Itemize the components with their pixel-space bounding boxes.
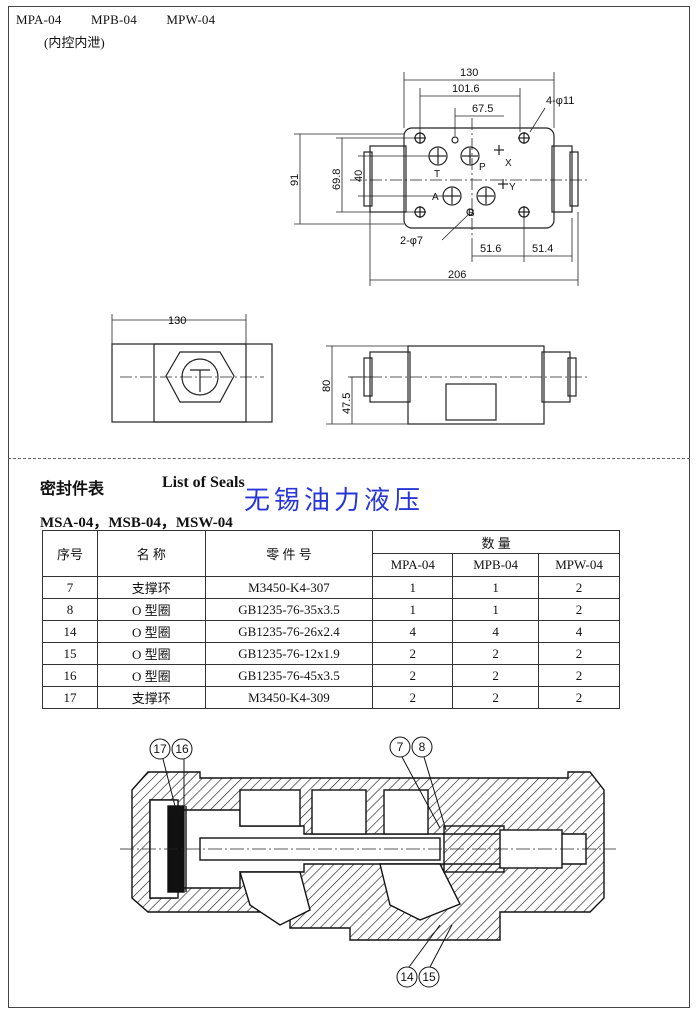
section-divider [8,458,690,459]
callout-labels: 17 16 7 8 14 15 [153,740,436,984]
col-no: 序号 [42,530,98,577]
callout-14-circle [396,966,418,988]
callout-15-circle [418,966,440,988]
port-labels: T P X A B Y [432,158,516,219]
dim-40-label: 40 [353,170,365,182]
page-frame [8,6,690,1008]
port-x-label: X [505,158,512,169]
dim-67-5-label: 67.5 [472,103,493,115]
end-view [111,314,273,423]
callout-7: 7 [397,740,404,754]
seals-title-cn: 密封件表 [40,481,105,498]
dim-51-6-label: 51.6 [480,243,501,255]
dim-47-5-label: 47.5 [341,393,353,414]
table-subheader-row: MPA-04 MPB-04 MPW-04 [43,553,620,577]
port-b-label: B [468,208,475,219]
dim-101-6-label: 101.6 [452,83,480,95]
dim-206-label: 206 [448,269,466,281]
top-view [350,118,590,240]
top-dimension-text: 130 101.6 67.5 4-φ11 91 69.8 40 2-φ7 51.… [289,67,574,281]
top-dimensions [294,72,579,286]
callout-17: 17 [153,742,167,756]
cell-mpw: 2 [538,686,620,709]
col-mpw: MPW-04 [538,553,620,577]
dim-130-label: 130 [460,67,478,79]
cell-no: 14 [42,620,98,643]
table-row: 14 O 型圈 GB1235-76-26x2.4 4 4 4 [42,620,620,643]
callout-8-circle [411,736,433,758]
subtitle: (内控内泄) [44,35,105,50]
callout-16: 16 [175,742,189,756]
cell-part: GB1235-76-26x2.4 [204,620,374,643]
model-mpw: MPW-04 [166,12,216,27]
callout-17-circle [149,738,171,760]
col-qty: 数 量 [372,530,620,554]
callout-8: 8 [419,740,426,754]
model-list: MPA-04 MPB-04 MPW-04 [16,12,241,28]
col-name: 名 称 [96,530,206,577]
table-row: 16 O 型圈 GB1235-76-45x3.5 2 2 2 [42,664,620,687]
dimension-drawing: T P X A B Y [111,67,590,425]
dim-91-label: 91 [289,174,301,186]
seals-table: 序号 名 称 零 件 号 数 量 MPA-04 MPB-04 MPW-04 7 … [42,530,620,709]
port-t-label: T [434,169,440,180]
callouts [149,736,453,988]
model-mpb: MPB-04 [90,12,137,27]
cell-part: M3450-K4-309 [204,686,374,709]
callout-14: 14 [400,970,414,984]
callout-15: 15 [422,970,436,984]
col-mpa: MPA-04 [372,553,454,577]
dim-4-holes-label: 4-φ11 [546,95,574,107]
model-mpa: MPA-04 [16,12,62,27]
side-view [326,345,590,425]
callout-7-circle [389,736,411,758]
cell-no: 17 [42,686,98,709]
cell-name: 支撑环 [96,576,206,599]
dim-80-label: 80 [321,380,333,392]
table-row: 17 支撑环 M3450-K4-309 2 2 2 [42,686,620,709]
dim-130b-label: 130 [168,315,186,327]
cell-mpa: 2 [372,686,454,709]
dim-51-4-label: 51.4 [532,243,553,255]
series-label: MSA-04，MSB-04，MSW-04 [40,515,233,531]
valve-body-section [131,771,605,941]
port-y-label: Y [509,182,516,193]
col-part: 零 件 号 [204,530,374,577]
callout-16-circle [171,738,193,760]
cell-name: 支撑环 [96,686,206,709]
port-p-label: P [479,162,486,173]
table-row: 8 O 型圈 GB1235-76-35x3.5 1 1 2 [42,598,620,621]
seals-title-en: List of Seals [162,474,245,491]
table-header-row: 序号 名 称 零 件 号 数 量 [42,530,620,577]
watermark-text: 无锡油力液压 [244,486,425,516]
cell-name: O 型圈 [96,598,206,621]
port-a-label: A [432,192,439,203]
dim-69-8-label: 69.8 [331,169,343,190]
dim-2-holes-label: 2-φ7 [400,235,423,247]
